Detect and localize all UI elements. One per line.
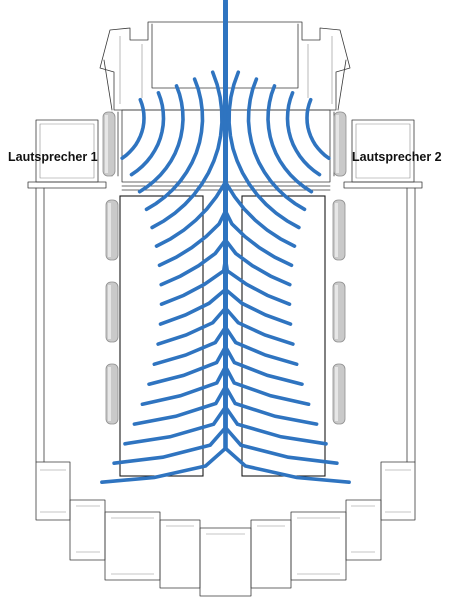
sound-wave-arc bbox=[223, 1, 319, 426]
sound-wave-arc bbox=[285, 91, 322, 177]
pew-block-right bbox=[241, 195, 326, 477]
pillar-column bbox=[332, 281, 346, 343]
pillar-column bbox=[332, 363, 346, 425]
sound-wave-arc bbox=[120, 97, 146, 160]
speaker-label-2: Lautsprecher 2 bbox=[352, 150, 442, 164]
sound-wave-arc bbox=[137, 84, 185, 194]
sound-wave-arc bbox=[132, 1, 228, 426]
sound-wave-arc bbox=[129, 91, 166, 177]
sound-wave-arc bbox=[144, 77, 205, 212]
pillar-column bbox=[105, 363, 119, 425]
sound-wave-arc bbox=[266, 84, 314, 194]
sound-wave-arc bbox=[223, 0, 351, 484]
sound-waves bbox=[100, 0, 351, 484]
loudspeaker-1-icon bbox=[102, 111, 116, 177]
sound-wave-arc bbox=[150, 70, 224, 230]
sound-wave-arc bbox=[227, 70, 301, 230]
sound-wave-arc bbox=[246, 77, 307, 212]
pillar-column bbox=[105, 281, 119, 343]
pillar-column bbox=[105, 199, 119, 261]
loudspeaker-2-icon bbox=[333, 111, 347, 177]
speaker-label-1: Lautsprecher 1 bbox=[8, 150, 98, 164]
pillar-column bbox=[332, 199, 346, 261]
pew-block-left bbox=[119, 195, 204, 477]
building-outline bbox=[27, 21, 423, 597]
sound-wave-arc bbox=[305, 97, 331, 160]
loudspeaker-columns bbox=[102, 111, 347, 425]
